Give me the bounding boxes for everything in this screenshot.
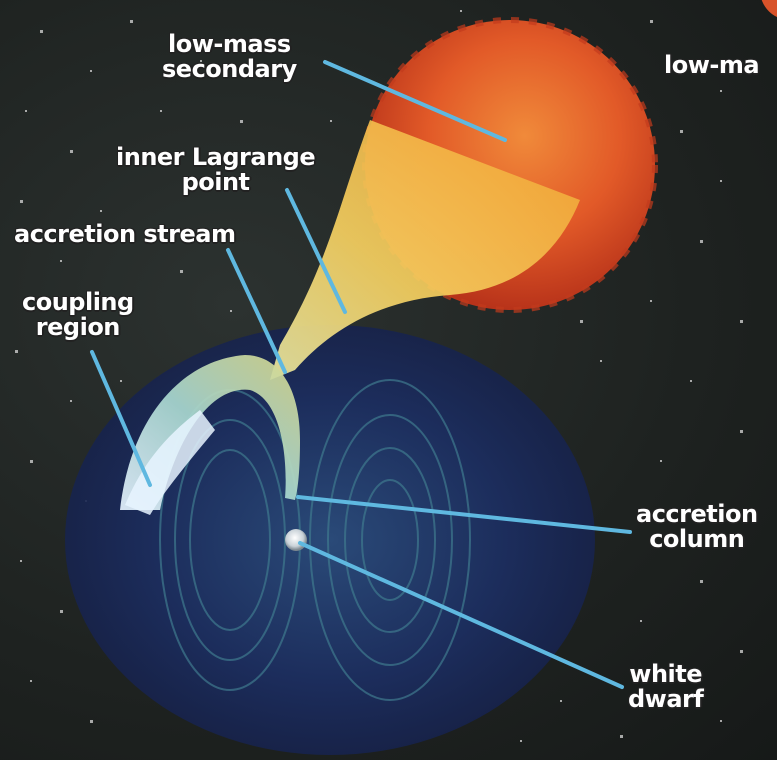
label-low-mass-edge: low-ma	[664, 53, 759, 78]
white-dwarf	[285, 529, 307, 551]
label-accretion-column: accretion column	[636, 502, 758, 552]
label-coupling-region: coupling region	[22, 290, 134, 340]
white-dwarf-magnetosphere	[65, 325, 595, 755]
label-accretion-stream: accretion stream	[14, 222, 235, 247]
label-white-dwarf: white dwarf	[628, 662, 703, 712]
label-inner-lagrange-point: inner Lagrange point	[116, 145, 315, 195]
offscreen-star	[760, 0, 777, 20]
label-low-mass-secondary: low-mass secondary	[162, 32, 297, 82]
